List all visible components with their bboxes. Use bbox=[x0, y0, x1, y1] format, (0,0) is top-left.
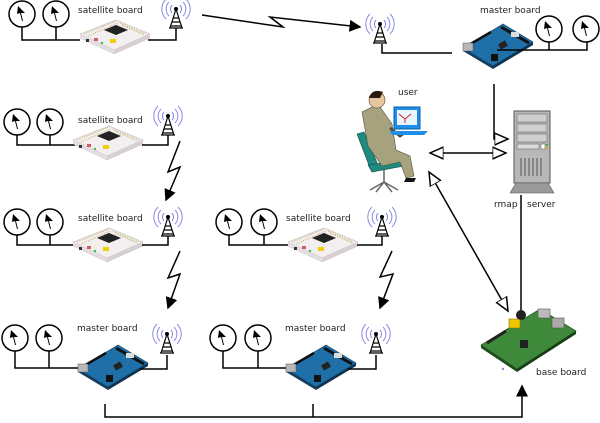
label-master-board-top: master board bbox=[480, 6, 541, 16]
label-master-board-middle: master board bbox=[285, 324, 346, 334]
sensor-icon bbox=[535, 15, 563, 43]
sensor-icon bbox=[1, 324, 29, 352]
sensor-icon bbox=[209, 324, 237, 352]
satellite-board-icon bbox=[72, 227, 144, 263]
master-node-top bbox=[365, 13, 600, 71]
sensor-icon bbox=[572, 15, 600, 43]
satellite-node-1 bbox=[8, 0, 191, 55]
master-board-icon bbox=[284, 343, 358, 392]
label-master-board-left: master board bbox=[77, 324, 138, 334]
label-satellite-board-3: satellite board bbox=[78, 214, 143, 224]
radio-link-sat3-to-master-left bbox=[165, 250, 182, 310]
rmap-server-icon bbox=[509, 110, 555, 194]
label-satellite-board-1: satellite board bbox=[78, 6, 143, 16]
master-node-left bbox=[1, 323, 182, 392]
label-base-board: base board bbox=[536, 368, 587, 378]
antenna-wiring bbox=[148, 28, 177, 41]
satellite-board-icon bbox=[287, 227, 359, 263]
label-server: server bbox=[527, 200, 556, 210]
satellite-board-icon bbox=[72, 125, 144, 161]
sensor-icon bbox=[8, 0, 36, 28]
antenna-wiring bbox=[357, 236, 383, 246]
sensor-icon bbox=[215, 208, 243, 236]
label-user: user bbox=[398, 88, 418, 98]
label-rmap: rmap bbox=[494, 200, 518, 210]
sensor-icon bbox=[244, 324, 272, 352]
base-board-icon bbox=[480, 308, 577, 372]
master-board-icon bbox=[461, 22, 535, 71]
sensor-icon bbox=[35, 324, 63, 352]
antenna-icon bbox=[153, 105, 183, 136]
master-board-icon bbox=[76, 343, 150, 392]
antenna-wiring bbox=[381, 44, 452, 54]
wired-link-master-top-to-server bbox=[493, 84, 508, 139]
label-satellite-board-2: satellite board bbox=[78, 116, 143, 126]
antenna-icon bbox=[361, 323, 391, 354]
antenna-icon bbox=[161, 0, 191, 29]
master-node-middle bbox=[209, 323, 391, 392]
sensor-icon bbox=[42, 0, 70, 28]
antenna-icon bbox=[365, 13, 395, 44]
antenna-wiring bbox=[142, 135, 169, 146]
antenna-icon bbox=[367, 206, 397, 237]
label-satellite-board-4: satellite board bbox=[286, 214, 351, 224]
antenna-icon bbox=[153, 206, 183, 237]
satellite-board-icon bbox=[79, 19, 151, 55]
radio-link-sat2-to-sat3 bbox=[164, 140, 182, 202]
antenna-wiring bbox=[142, 236, 169, 246]
satellite-node-3 bbox=[3, 206, 183, 263]
sensor-icon bbox=[250, 208, 278, 236]
sensor-icon bbox=[36, 208, 64, 236]
user-workstation-icon bbox=[356, 90, 428, 193]
satellite-node-4 bbox=[215, 206, 397, 263]
link-user-base bbox=[429, 172, 508, 311]
sensor-icon bbox=[3, 208, 31, 236]
antenna-wiring bbox=[140, 355, 168, 370]
sensor-icon bbox=[3, 108, 31, 136]
antenna-wiring bbox=[348, 355, 377, 370]
antenna-icon bbox=[152, 323, 182, 354]
radio-link-sat4-to-master-mid bbox=[378, 250, 395, 310]
satellite-node-2 bbox=[3, 105, 183, 161]
sensor-icon bbox=[36, 108, 64, 136]
radio-link-sat1-to-master-top bbox=[201, 14, 362, 32]
